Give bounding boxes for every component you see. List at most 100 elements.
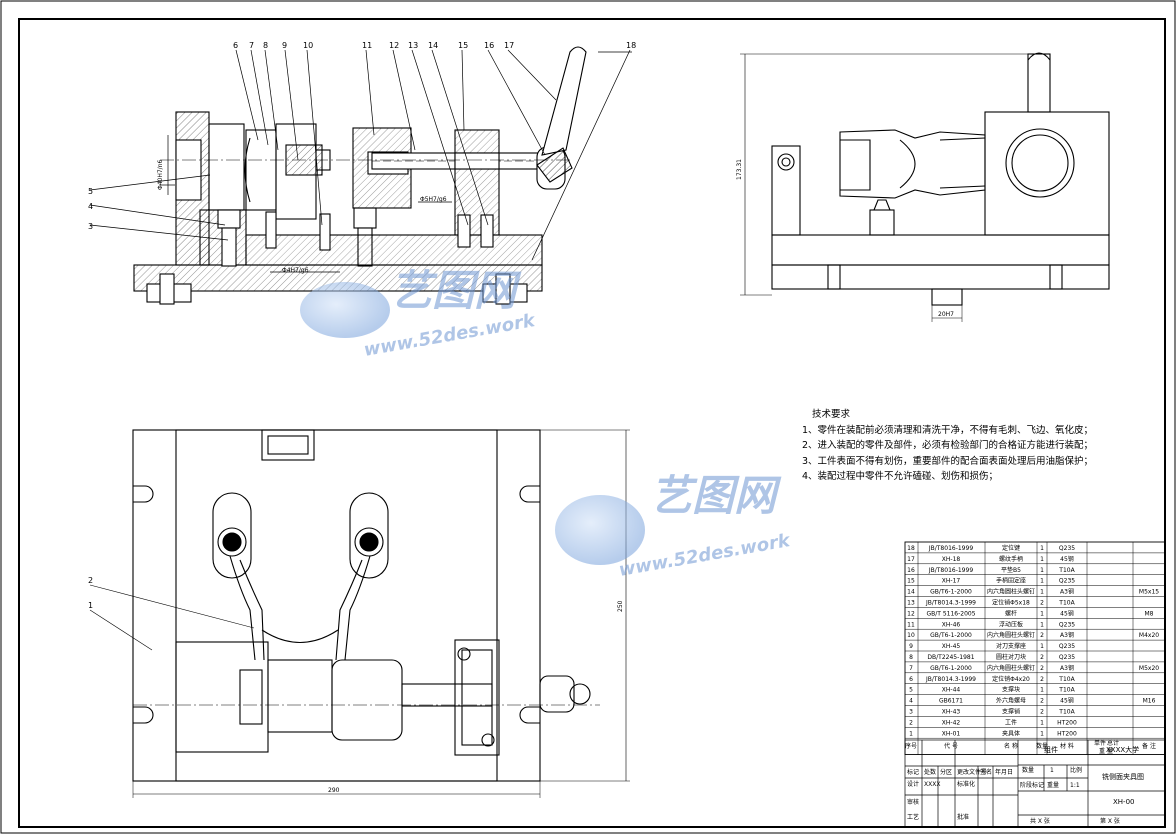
bom-cell-code: JB/T8014.3-1999 xyxy=(925,676,976,683)
bom-cell-mat: 45钢 xyxy=(1060,609,1074,617)
bom-header-mat: 材 料 xyxy=(1060,742,1074,750)
bom-cell-qty: 2 xyxy=(1040,654,1044,661)
process-label: 工艺 xyxy=(907,813,919,821)
bom-cell-no: 17 xyxy=(907,556,915,563)
part-number: 11 xyxy=(362,41,372,50)
part-number: 4 xyxy=(88,202,93,211)
qty-value: 1 xyxy=(1050,767,1054,774)
qty-label: 数量 xyxy=(1022,766,1034,774)
requirement-item: 1、零件在装配前必须清理和清洗干净，不得有毛刺、飞边、氧化皮； xyxy=(802,424,1094,436)
bom-cell-code: XH-46 xyxy=(942,621,961,628)
bom-cell-name: 定位销Φ4x20 xyxy=(992,675,1030,683)
std-label: 标准化 xyxy=(957,780,975,788)
part-number: 15 xyxy=(458,41,468,50)
bom-cell-mat: Q235 xyxy=(1059,578,1075,585)
fit-dimension: Φ5H7/g6 xyxy=(420,196,447,203)
top-view-labels: 2 1 290 250 xyxy=(88,576,624,794)
part-number: 9 xyxy=(282,41,287,50)
designer-name: XXXX xyxy=(924,781,940,788)
globe-icon xyxy=(300,282,390,338)
bom-header-weight: 重 量 xyxy=(1099,747,1113,755)
bom-cell-no: 15 xyxy=(907,578,915,585)
bom-cell-code: GB/T 5116-2005 xyxy=(926,610,975,617)
bom-cell-qty: 2 xyxy=(1040,632,1044,639)
requirement-item: 2、进入装配的零件及部件，必须有检验部门的合格证方能进行装配； xyxy=(802,440,1094,451)
bom-cell-code: JB/T8014.3-1999 xyxy=(925,600,976,607)
drawing-title: 铣侧面夹具图 xyxy=(1102,772,1144,781)
part-number: 5 xyxy=(88,187,93,196)
weight-label: 重量 xyxy=(1047,781,1059,789)
bom-cell-mat: T10A xyxy=(1058,567,1075,574)
bom-cell-mat: T10A xyxy=(1058,676,1075,683)
bom-cell-name: 定位键 xyxy=(1002,544,1020,552)
height-dimension: 173.31 xyxy=(736,159,743,180)
bom-cell-name: 支撑销 xyxy=(1002,708,1020,716)
bom-cell-no: 16 xyxy=(907,567,915,574)
bom-cell-code: DB/T2245-1981 xyxy=(927,654,974,661)
approve-label: 批准 xyxy=(957,813,969,821)
bom-cell-code: GB/T6-1-2000 xyxy=(930,665,972,672)
bom-cell-code: XH-45 xyxy=(942,643,961,650)
bom-cell-qty: 1 xyxy=(1040,567,1044,574)
bom-cell-name: 螺杆 xyxy=(1005,609,1017,617)
requirement-item: 4、装配过程中零件不允许磕碰、划伤和损伤； xyxy=(802,471,999,482)
key-fit-dimension: 20H7 xyxy=(938,311,954,318)
bom-cell-qty: 1 xyxy=(1040,730,1044,737)
bom-cell-no: 10 xyxy=(907,632,915,639)
bom-cell-name: 夹具体 xyxy=(1002,729,1020,737)
bom-cell-name: 外六角螺母 xyxy=(996,697,1026,705)
part-number: 16 xyxy=(484,41,494,50)
bom-cell-code: JB/T8016-1999 xyxy=(928,567,973,574)
bom-cell-mat: A3钢 xyxy=(1060,588,1074,596)
bom-cell-qty: 1 xyxy=(1040,719,1044,726)
stage-label: 阶段标记 xyxy=(1020,781,1044,789)
bom-cell-no: 7 xyxy=(909,665,913,672)
bom-cell-no: 11 xyxy=(907,621,915,628)
bom-cell-qty: 2 xyxy=(1040,698,1044,705)
scale-label: 比例 xyxy=(1070,766,1082,774)
part-number: 8 xyxy=(263,41,268,50)
bom-header-code: 代 号 xyxy=(944,742,958,750)
watermark-brand: 艺图网 xyxy=(650,471,782,520)
bom-cell-mat: HT200 xyxy=(1057,730,1077,737)
bom-cell-note: M5x15 xyxy=(1139,589,1159,596)
bom-cell-code: GB6171 xyxy=(939,698,963,705)
bom-cell-code: JB/T8016-1999 xyxy=(928,545,973,552)
part-number: 17 xyxy=(504,41,514,50)
bom-cell-no: 3 xyxy=(909,709,913,716)
bom-cell-mat: A3钢 xyxy=(1060,631,1074,639)
technical-requirements: 技术要求 1、零件在装配前必须清理和清洗干净，不得有毛刺、飞边、氧化皮； 2、进… xyxy=(802,407,1093,485)
bom-cell-mat: T10A xyxy=(1058,600,1075,607)
bom-cell-qty: 1 xyxy=(1040,621,1044,628)
bom-cell-no: 2 xyxy=(909,719,913,726)
bom-cell-note: M8 xyxy=(1145,610,1154,617)
bom-cell-note: M4x20 xyxy=(1139,632,1159,639)
part-number: 14 xyxy=(428,41,438,50)
count-label: 处数 xyxy=(924,768,936,776)
bom-cell-qty: 1 xyxy=(1040,610,1044,617)
bom-cell-code: GB/T6-1-2000 xyxy=(930,632,972,639)
side-view-labels: 173.31 20H7 xyxy=(736,159,954,318)
part-label: 组件 xyxy=(1044,745,1058,754)
part-number: 6 xyxy=(233,41,238,50)
sign-label: 签名 xyxy=(980,768,992,776)
bom-cell-no: 8 xyxy=(909,654,913,661)
bom-cell-code: XH-42 xyxy=(942,719,961,726)
fit-dimension: Φ4H7/g6 xyxy=(282,267,309,274)
bom-header-total: 总计 xyxy=(1107,739,1119,747)
bom-cell-mat: Q235 xyxy=(1059,545,1075,552)
top-view xyxy=(89,429,630,798)
bom-cell-mat: Q235 xyxy=(1059,643,1075,650)
bom-header-qty: 数量 xyxy=(1036,742,1048,750)
part-number: 7 xyxy=(249,41,254,50)
zone-label: 分区 xyxy=(940,768,952,776)
part-number: 10 xyxy=(303,41,313,50)
bom-cell-no: 13 xyxy=(907,600,915,607)
watermark-brand: 艺图网 xyxy=(390,266,522,315)
bom-cell-mat: HT200 xyxy=(1057,719,1077,726)
bom-cell-mat: 45钢 xyxy=(1060,697,1074,705)
bom-cell-name: 定位销Φ5x18 xyxy=(992,599,1030,607)
part-number: 13 xyxy=(408,41,418,50)
